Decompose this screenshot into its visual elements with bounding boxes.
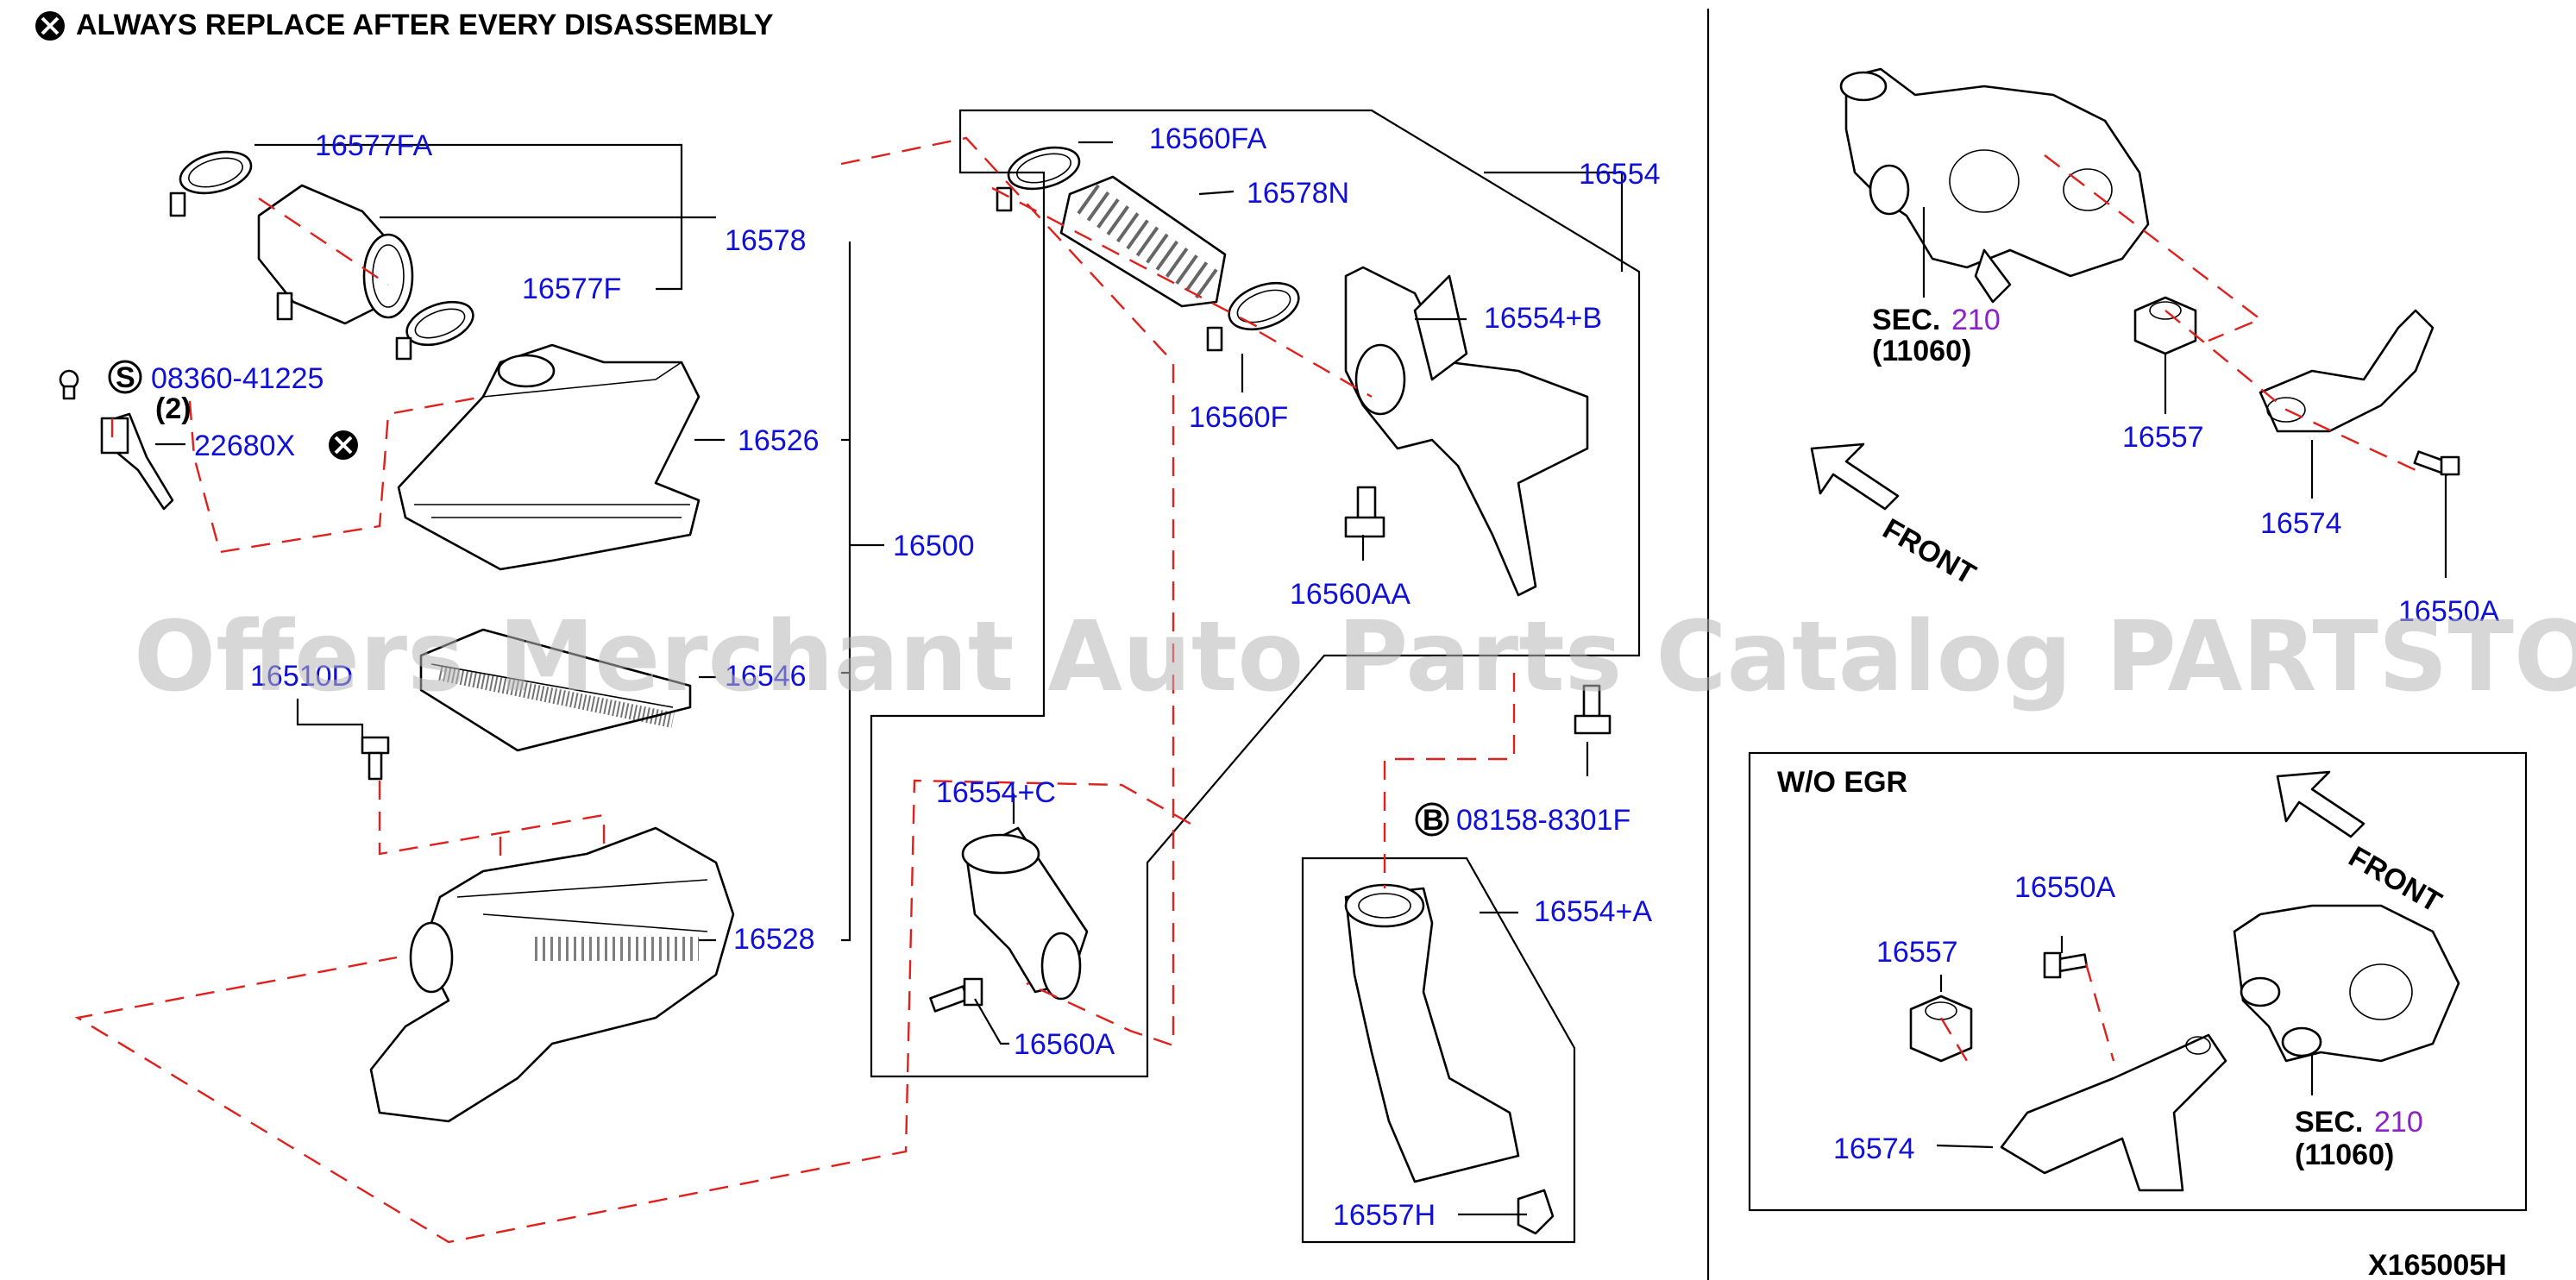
filter-16546 — [419, 628, 692, 752]
part-labels: 16577FA 16578 16577F S 08360-41225 (2) 2… — [108, 122, 2500, 1232]
watermark: Offers Merchant Auto Parts Catalog PARTS… — [134, 601, 2576, 713]
replace-note: ALWAYS REPLACE AFTER EVERY DISASSEMBLY — [35, 9, 774, 41]
inset-label-16557: 16557 — [1876, 936, 1958, 969]
label-16560AA: 16560AA — [1290, 578, 1411, 611]
inset-bolt-16550A — [2043, 951, 2089, 979]
inset-front-arrow: FRONT — [2276, 770, 2447, 919]
clamp-16577F — [395, 300, 474, 361]
label-sec-num: 210 — [1951, 304, 2001, 336]
label-16557: 16557 — [2122, 421, 2204, 454]
bolt-16510D — [361, 736, 390, 781]
wo-egr-title: W/O EGR — [1777, 766, 1907, 799]
clamp-16560F — [1206, 281, 1300, 352]
front-label: FRONT — [1877, 512, 1982, 592]
b-marker: B — [1415, 802, 1449, 837]
label-16560A: 16560A — [1014, 1028, 1115, 1061]
s-marker-letter: S — [116, 361, 135, 394]
inset-label-16550A: 16550A — [2014, 871, 2116, 904]
label-16554: 16554 — [1579, 158, 1661, 191]
label-16560FA: 16560FA — [1149, 122, 1266, 155]
bolt-16550A — [2413, 450, 2460, 476]
bolt-16560AA — [1344, 486, 1385, 538]
label-sec-code: (11060) — [1872, 335, 1971, 367]
clamp-16577FA — [169, 150, 253, 217]
label-16577FA: 16577FA — [315, 129, 432, 162]
label-22680X: 22680X — [194, 430, 295, 462]
label-qty-2: (2) — [155, 392, 192, 425]
alignment-dashes — [74, 136, 2416, 1244]
bolt-08158 — [1574, 684, 1612, 735]
label-08158-8301F: 08158-8301F — [1456, 804, 1630, 837]
duct-16554C — [961, 826, 1089, 1001]
sensor-22680X — [100, 412, 174, 511]
screw-08360 — [59, 369, 79, 400]
duct-16578 — [257, 184, 414, 325]
housing-sec210 — [1839, 67, 2150, 304]
label-16554C: 16554+C — [936, 776, 1056, 809]
inset-label-sec-num: 210 — [2374, 1106, 2423, 1139]
front-arrow: FRONT — [1810, 442, 1982, 592]
label-08360-41225: 08360-41225 — [151, 362, 324, 395]
header-note: ALWAYS REPLACE AFTER EVERY DISASSEMBLY — [76, 9, 774, 41]
label-16560F: 16560F — [1189, 401, 1288, 434]
label-16557H: 16557H — [1333, 1199, 1436, 1232]
label-16550A: 16550A — [2398, 595, 2500, 628]
inset-label-16574: 16574 — [1833, 1133, 1915, 1165]
label-16546: 16546 — [725, 660, 807, 693]
x-circle-icon-22680X — [329, 430, 358, 460]
duct-16554A — [1344, 883, 1520, 1183]
inset-label-sec-code: (11060) — [2295, 1139, 2394, 1171]
bracket-16574 — [2259, 309, 2435, 433]
b-marker-letter: B — [1423, 804, 1444, 837]
leader-lines — [155, 109, 2447, 1244]
label-16578: 16578 — [725, 224, 807, 257]
inset-housing-sec210 — [2233, 904, 2460, 1063]
inset-grommet-16557 — [1909, 995, 1973, 1063]
inset-label-sec-prefix: SEC. — [2295, 1106, 2363, 1139]
label-16500: 16500 — [893, 530, 975, 562]
label-16528: 16528 — [733, 923, 815, 956]
diagram-code: X165005H — [2368, 1249, 2507, 1280]
cover-16526 — [397, 343, 701, 571]
label-16574: 16574 — [2260, 507, 2342, 540]
inset-bracket-16574 — [2000, 1033, 2227, 1192]
duct-16554B — [1344, 266, 1589, 597]
label-16510D: 16510D — [250, 660, 353, 693]
bolt-16560A — [929, 977, 983, 1013]
s-marker: S — [108, 360, 142, 394]
label-16577F: 16577F — [522, 273, 621, 305]
wo-egr-box — [1748, 751, 2528, 1212]
hose-16578N — [1059, 175, 1227, 308]
label-16578N: 16578N — [1247, 177, 1349, 210]
label-16526: 16526 — [738, 424, 820, 457]
label-16554A: 16554+A — [1534, 895, 1652, 928]
label-sec-prefix: SEC. — [1872, 304, 1940, 336]
grommet-16557 — [2133, 296, 2197, 355]
clip-16557H — [1517, 1189, 1555, 1235]
case-16528 — [369, 826, 735, 1123]
label-16554B: 16554+B — [1484, 302, 1602, 335]
